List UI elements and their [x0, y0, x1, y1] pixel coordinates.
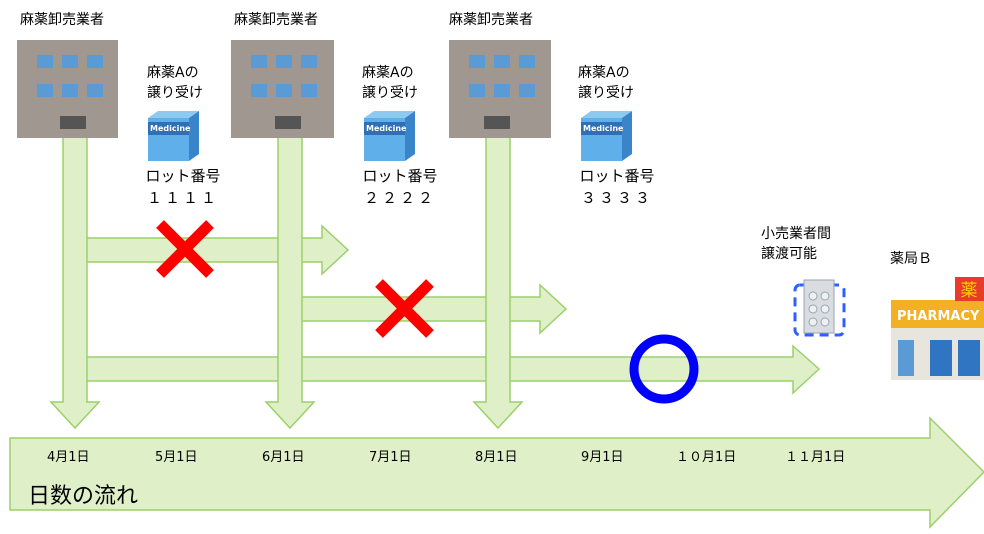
- building-icon: [231, 40, 334, 138]
- timeline-date: 6月1日: [262, 450, 305, 465]
- lot-number: ３３３３: [580, 189, 653, 207]
- medicine-box-icon: [581, 111, 632, 161]
- timeline-date: 4月1日: [47, 450, 90, 465]
- transfer-label-line2: 譲り受け: [578, 85, 634, 101]
- pharmacy-icon: 薬 PHARMACY: [891, 277, 984, 380]
- lot-label: ロット番号: [579, 167, 655, 185]
- building-icon: [17, 40, 118, 138]
- transfer-label-line1: 麻薬Aの: [578, 65, 630, 81]
- retail-transfer-line1: 小売業者間: [761, 226, 831, 242]
- vertical-arrow-1: [49, 129, 101, 430]
- lot-number: １１１１: [146, 189, 219, 207]
- timeline-date: 8月1日: [475, 450, 518, 465]
- pharmacy-sign: PHARMACY: [897, 309, 980, 324]
- wholesaler-label: 麻薬卸売業者: [234, 12, 318, 28]
- cross-mark-1: [156, 220, 214, 278]
- timeline-date: １１月1日: [785, 450, 846, 465]
- vertical-arrow-2: [264, 129, 316, 430]
- circle-mark: [629, 334, 699, 404]
- lot-label: ロット番号: [362, 167, 438, 185]
- transfer-label-line2: 譲り受け: [147, 85, 203, 101]
- lot-number: ２２２２: [363, 189, 436, 207]
- lot-label: ロット番号: [145, 167, 221, 185]
- horizontal-arrow-3: [74, 344, 821, 395]
- pill-pack-icon: [793, 279, 846, 337]
- timeline-title: 日数の流れ: [28, 484, 139, 509]
- timeline-date: 9月1日: [581, 450, 624, 465]
- timeline-arrow: [9, 416, 984, 529]
- pharmacy-label: 薬局Ｂ: [890, 251, 932, 267]
- transfer-label-line1: 麻薬Aの: [147, 65, 199, 81]
- horizontal-arrow-1: [74, 224, 350, 276]
- transfer-label-line2: 譲り受け: [362, 85, 418, 101]
- cross-mark-2: [375, 279, 434, 338]
- vertical-arrow-3: [472, 129, 524, 430]
- pharmacy-kanji: 薬: [961, 281, 978, 301]
- transfer-label-line1: 麻薬Aの: [362, 65, 414, 81]
- timeline-date: 5月1日: [155, 450, 198, 465]
- timeline-date: １０月1日: [676, 450, 737, 465]
- medicine-box-label: Medicine: [366, 124, 407, 133]
- medicine-box-icon: [364, 111, 415, 161]
- medicine-box-label: Medicine: [583, 124, 624, 133]
- wholesaler-label: 麻薬卸売業者: [20, 12, 104, 28]
- wholesaler-label: 麻薬卸売業者: [449, 12, 533, 28]
- retail-transfer-line2: 譲渡可能: [761, 246, 817, 262]
- medicine-box-icon: [148, 111, 199, 161]
- building-icon: [449, 40, 551, 138]
- timeline-date: 7月1日: [369, 450, 412, 465]
- medicine-box-label: Medicine: [150, 124, 191, 133]
